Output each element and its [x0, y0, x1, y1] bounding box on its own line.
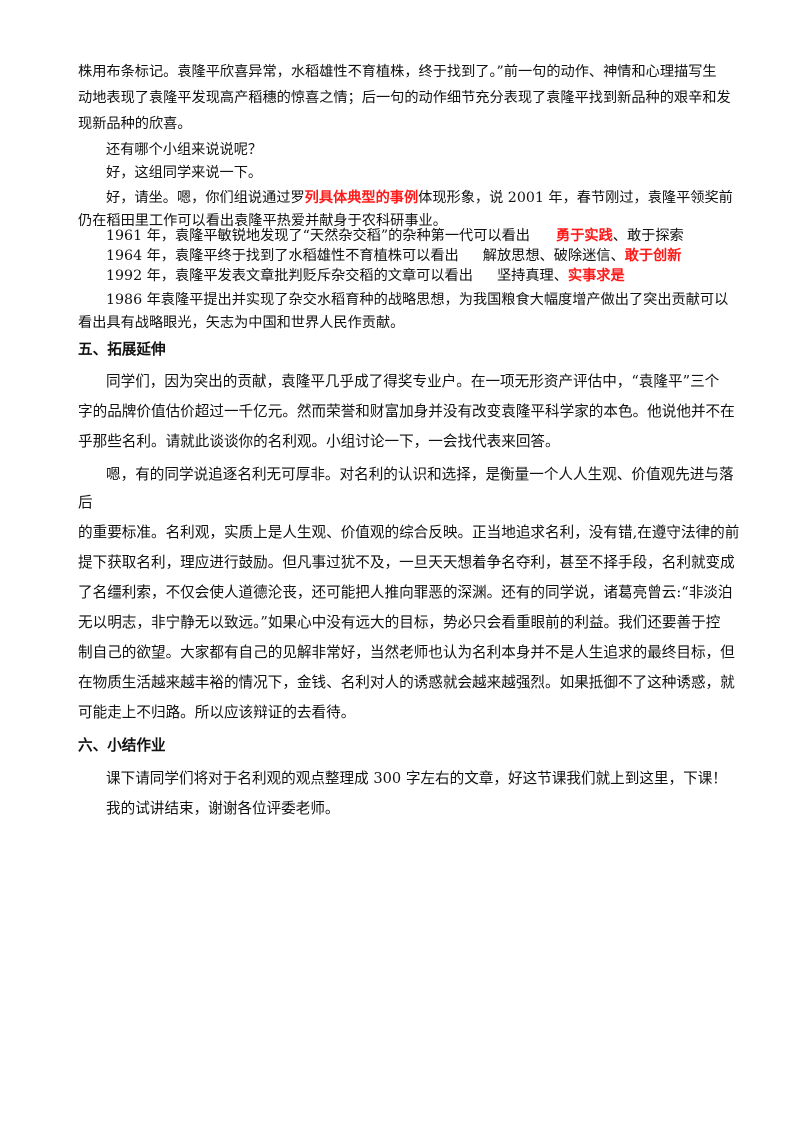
paragraph-line: 的重要标准。名利观，实质上是人生观、价值观的综合反映。正当地追求名利，没有错,在… — [78, 524, 740, 541]
paragraph-line: 看出具有战略眼光，矢志为中国和世界人民作贡献。 — [78, 315, 405, 331]
paragraph-line: 可能走上不归路。所以应该辩证的去看待。 — [78, 704, 356, 721]
paragraph-line: 1961 年，袁隆平敏锐地发现了“天然杂交稻”的杂种第一代可以看出 勇于实践、敢于… — [106, 226, 684, 246]
paragraph-line: 制自己的欲望。大家都有自己的见解非常好，当然老师也认为名利本身并不是人生追求的最… — [78, 644, 735, 661]
paragraph-line: 1964 年，袁隆平终于找到了水稻雄性不育植株可以看出 解放思想、破除迷信、敢于创… — [106, 246, 681, 266]
text-run: 1961 年，袁隆平敏锐地发现了“天然杂交稻”的杂种第一代可以看出 — [106, 228, 530, 244]
section-heading: 六、小结作业 — [78, 737, 166, 754]
paragraph-line: 嗯，有的同学说追逐名利无可厚非。对名利的认识和选择，是衡量一个人人生观、价值观先… — [106, 466, 734, 483]
text-run: 坚持真理、 — [496, 268, 568, 284]
text-run: 1964 年，袁隆平终于找到了水稻雄性不育植株可以看出 — [106, 248, 459, 264]
paragraph-line: 还有哪个小组来说说呢？ — [106, 142, 263, 158]
highlighted-text: 敢于创新 — [624, 248, 682, 264]
paragraph-line: 提下获取名利，理应进行鼓励。但凡事过犹不及，一旦天天想着争名夺利，甚至不择手段，… — [78, 554, 735, 571]
highlighted-text: 实事求是 — [567, 268, 625, 284]
paragraph-line: 好，这组同学来说一下。 — [106, 165, 263, 181]
text-run: 体现形象，说 2001 年，春节刚过，袁隆平领奖前 — [418, 190, 733, 206]
paragraph-line: 了名缰利索，不仅会使人道德沦丧，还可能把人推向罪恶的深渊。还有的同学说，诸葛亮曾… — [78, 584, 733, 601]
text-run: 好，请坐。嗯，你们组说通过罗 — [106, 190, 305, 206]
highlighted-text: 列具体典型的事例 — [304, 190, 419, 206]
paragraph-line: 乎那些名利。请就此谈谈你的名利观。小组讨论一下，一会找代表来回答。 — [78, 433, 560, 450]
paragraph-line: 1992 年，袁隆平发表文章批判贬斥杂交稻的文章可以看出 坚持真理、实事求是 — [106, 266, 625, 286]
paragraph-line: 株用布条标记。袁隆平欣喜异常，水稻雄性不育植株，终于找到了。”前一句的动作、神情… — [78, 64, 717, 80]
paragraph-line: 我的试讲结束，谢谢各位评委老师。 — [106, 800, 340, 817]
paragraph-line: 同学们，因为突出的贡献，袁隆平几乎成了得奖专业户。在一项无形资产评估中，“袁隆平… — [106, 373, 720, 390]
text-run: 1992 年，袁隆平发表文章批判贬斥杂交稻的文章可以看出 — [106, 268, 473, 284]
paragraph-line: 后 — [78, 494, 93, 511]
paragraph-line: 无以明志，非宁静无以致远。”如果心中没有远大的目标，势必只会看重眼前的利益。我们… — [78, 614, 721, 631]
paragraph-line: 动地表现了袁隆平发现高产稻穗的惊喜之情；后一句的动作细节充分表现了袁隆平找到新品… — [78, 90, 731, 106]
text-run: 解放思想、破除迷信、 — [482, 248, 625, 264]
highlighted-text: 勇于实践 — [556, 228, 613, 244]
paragraph-line: 在物质生活越来越丰裕的情况下，金钱、名利对人的诱惑就会越来越强烈。如果抵御不了这… — [78, 674, 735, 691]
paragraph-line: 现新品种的欣喜。 — [78, 116, 192, 132]
section-heading: 五、拓展延伸 — [78, 341, 166, 358]
text-run: 、敢于探索 — [612, 228, 684, 244]
paragraph-line: 好，请坐。嗯，你们组说通过罗列具体典型的事例体现形象，说 2001 年，春节刚过… — [106, 188, 733, 208]
paragraph-line: 仍在稻田里工作可以看出袁隆平热爱并献身于农科研事业。 — [78, 213, 447, 229]
paragraph-line: 字的品牌价值估价超过一千亿元。然而荣誉和财富加身并没有改变袁隆平科学家的本色。他… — [78, 403, 735, 420]
paragraph-line: 课下请同学们将对于名利观的观点整理成 300 字左右的文章，好这节课我们就上到这… — [106, 770, 727, 787]
paragraph-line: 1986 年袁隆平提出并实现了杂交水稻育种的战略思想，为我国粮食大幅度增产做出了… — [106, 292, 729, 308]
